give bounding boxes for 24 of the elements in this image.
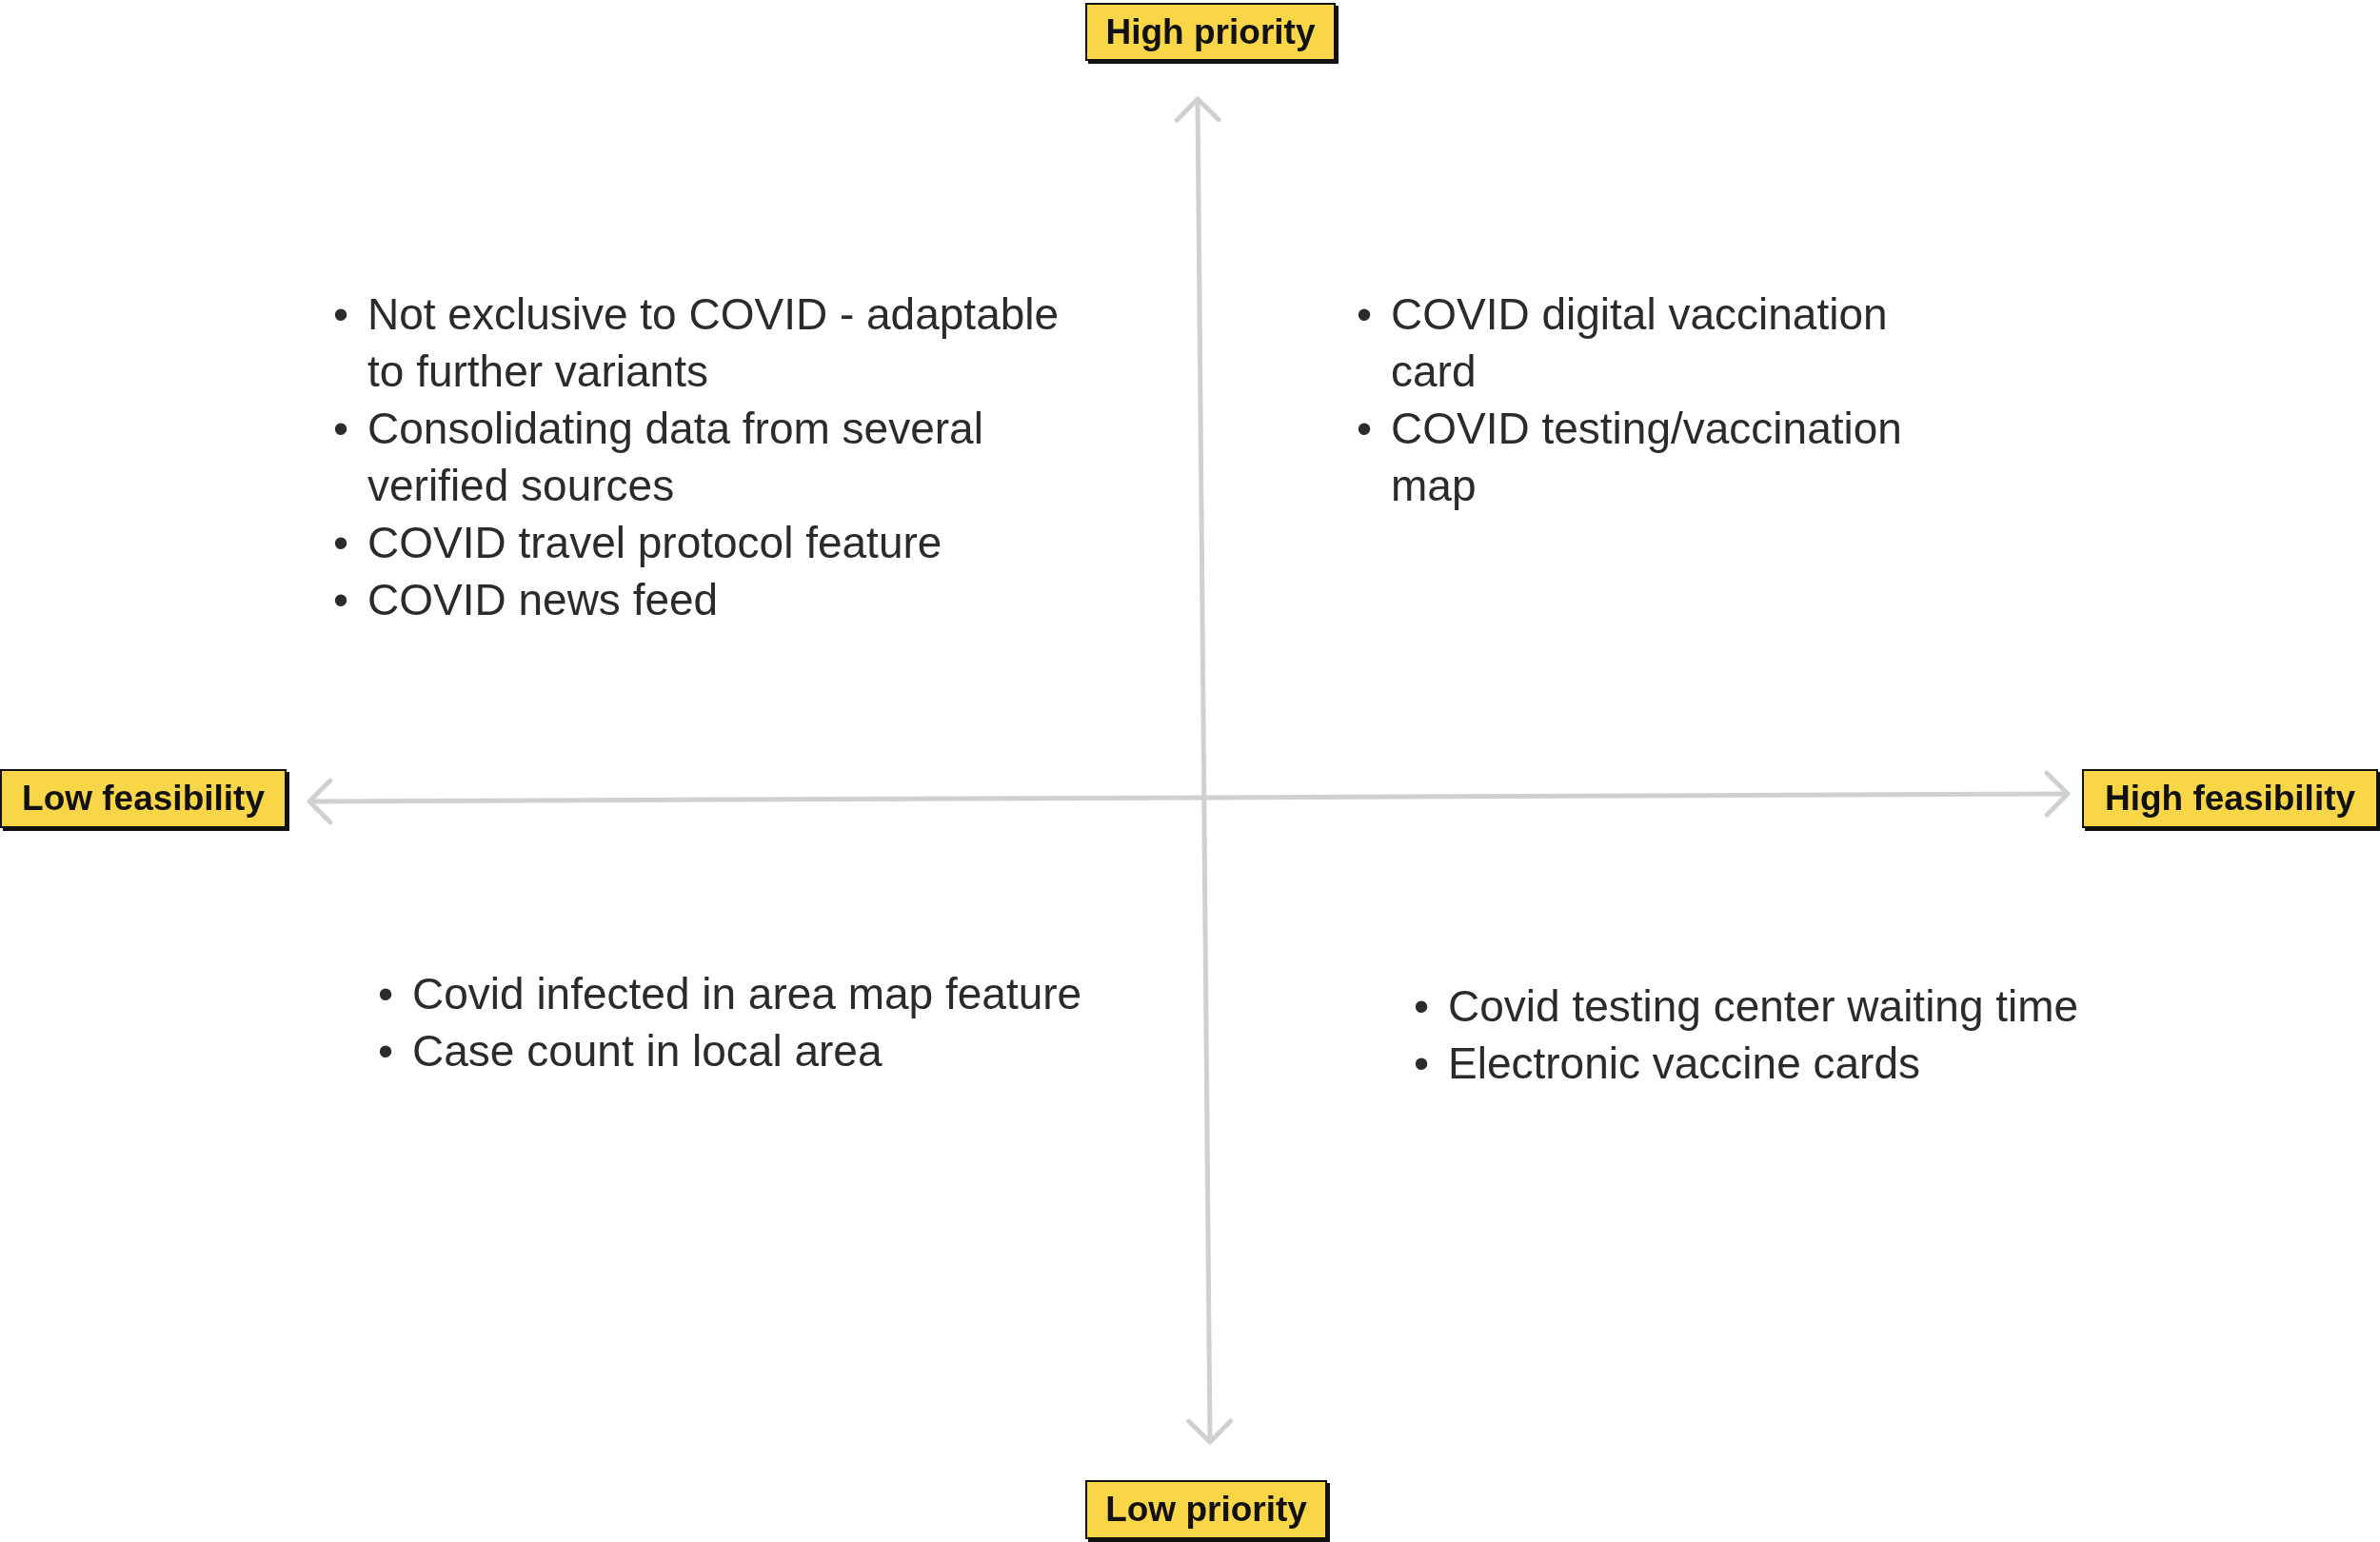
bullet-marker: •	[1414, 981, 1430, 1031]
bullet-text: COVID news feed	[367, 574, 720, 626]
axis-label: High priority	[1085, 3, 1336, 61]
bullet-marker: •	[1357, 289, 1373, 339]
bullet-marker: •	[1357, 404, 1373, 453]
bullet-text: Case count in local area	[412, 1025, 883, 1077]
axis-label: Low priority	[1085, 1480, 1327, 1539]
bullet-text: COVID digital vaccination card	[1391, 288, 1889, 398]
bullet-text: Consolidating data from several verified sources	[367, 403, 984, 512]
bullet-text: COVID travel protocol feature	[367, 517, 943, 569]
bullet-marker: •	[378, 1026, 394, 1076]
bullet-marker: •	[333, 575, 349, 624]
axis-label: Low feasibility	[0, 769, 287, 828]
bullet-text: COVID testing/vaccination map	[1391, 403, 1903, 512]
bullet-text: Covid testing center waiting time	[1448, 980, 2080, 1033]
bullet-marker: •	[1414, 1038, 1430, 1088]
bullet-text: Covid infected in area map feature	[412, 968, 1083, 1020]
axis-label: High feasibility	[2082, 769, 2378, 828]
bullet-marker: •	[333, 289, 349, 339]
bullet-marker: •	[378, 969, 394, 1018]
bullet-text: Electronic vaccine cards	[1448, 1038, 1921, 1090]
bullet-marker: •	[333, 404, 349, 453]
bullet-text: Not exclusive to COVID - adaptable to further variants	[367, 288, 1061, 398]
bullet-marker: •	[333, 518, 349, 567]
